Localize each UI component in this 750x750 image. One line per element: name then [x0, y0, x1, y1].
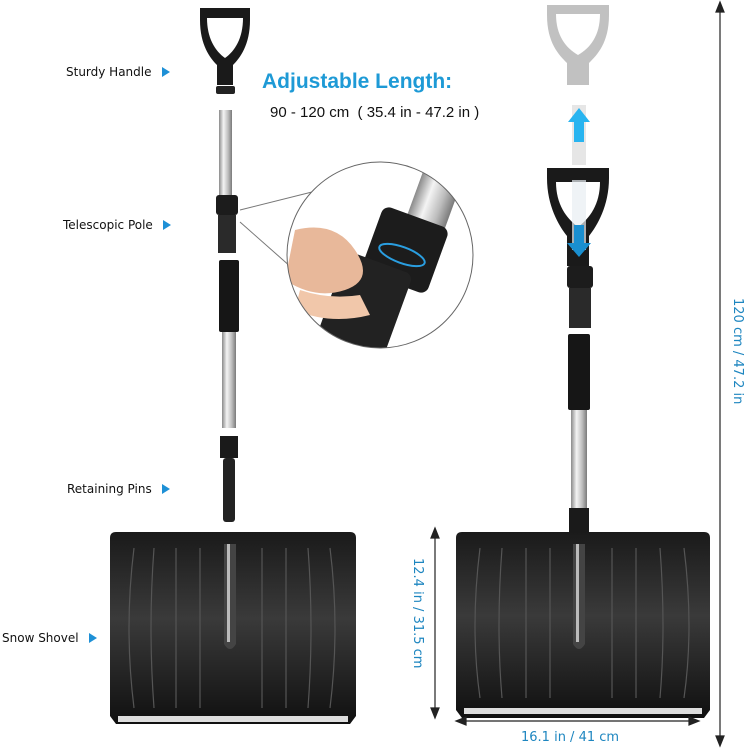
total-height-label: 120 cm / 47.2 in: [730, 298, 745, 405]
callout-snow-shovel: Snow Shovel: [2, 631, 97, 645]
callout-sturdy-handle: Sturdy Handle: [66, 65, 170, 79]
length-range: 90 - 120 cm ( 35.4 in - 47.2 in ): [270, 104, 480, 121]
triangle-right-icon: [161, 484, 170, 494]
callout-label: Snow Shovel: [2, 631, 79, 645]
callout-telescopic-pole: Telescopic Pole: [63, 218, 171, 232]
callout-label: Retaining Pins: [67, 482, 152, 496]
page-title: Adjustable Length:: [262, 70, 453, 93]
left-shovel: [110, 8, 356, 724]
right-shovel: [456, 5, 710, 718]
blade-height-label: 12.4 in / 31.5 cm: [410, 558, 425, 669]
blade-width-label: 16.1 in / 41 cm: [521, 730, 620, 745]
triangle-right-icon: [161, 67, 170, 77]
telescopic-lock-detail: [287, 162, 473, 348]
callout-label: Sturdy Handle: [66, 65, 152, 79]
callout-label: Telescopic Pole: [63, 218, 153, 232]
callout-retaining-pins: Retaining Pins: [67, 482, 170, 496]
triangle-right-icon: [162, 220, 171, 230]
triangle-right-icon: [88, 633, 97, 643]
dimension-arrows: [430, 0, 725, 748]
